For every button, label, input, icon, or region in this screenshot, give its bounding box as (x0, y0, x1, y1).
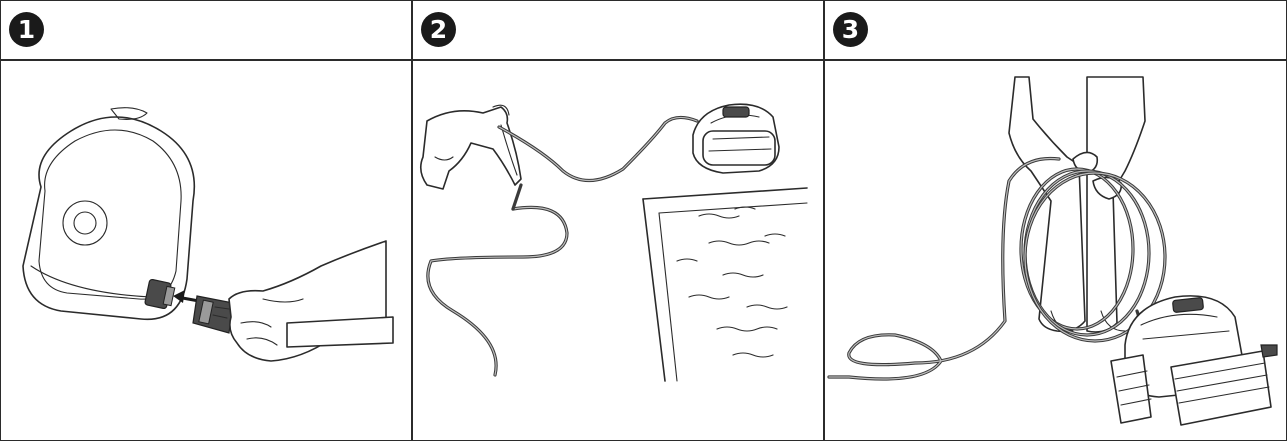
step-number-badge: 1 (9, 12, 44, 47)
step-3-illustration (825, 61, 1286, 438)
step-3-panel: 3 (823, 1, 1286, 440)
hose (499, 117, 697, 180)
step-number-badge: 2 (421, 12, 456, 47)
cable-plug-icon (193, 296, 233, 333)
person-icon (421, 105, 521, 189)
pool-icon (643, 188, 807, 381)
step-2-header: 2 (413, 1, 823, 61)
power-cable (287, 317, 393, 347)
step-number-badge: 3 (833, 12, 868, 47)
hose (428, 207, 567, 375)
step-1-illustration (1, 61, 409, 438)
hose (513, 185, 521, 209)
step-1-panel: 1 (1, 1, 411, 440)
step-1-header: 1 (1, 1, 411, 61)
step-3-header: 3 (825, 1, 1286, 61)
robot-socket-icon (145, 279, 175, 309)
step-2-illustration (413, 61, 823, 438)
pool-robot-icon (693, 104, 779, 173)
pool-robot-icon (1111, 296, 1277, 425)
step-2-panel: 2 (411, 1, 823, 440)
